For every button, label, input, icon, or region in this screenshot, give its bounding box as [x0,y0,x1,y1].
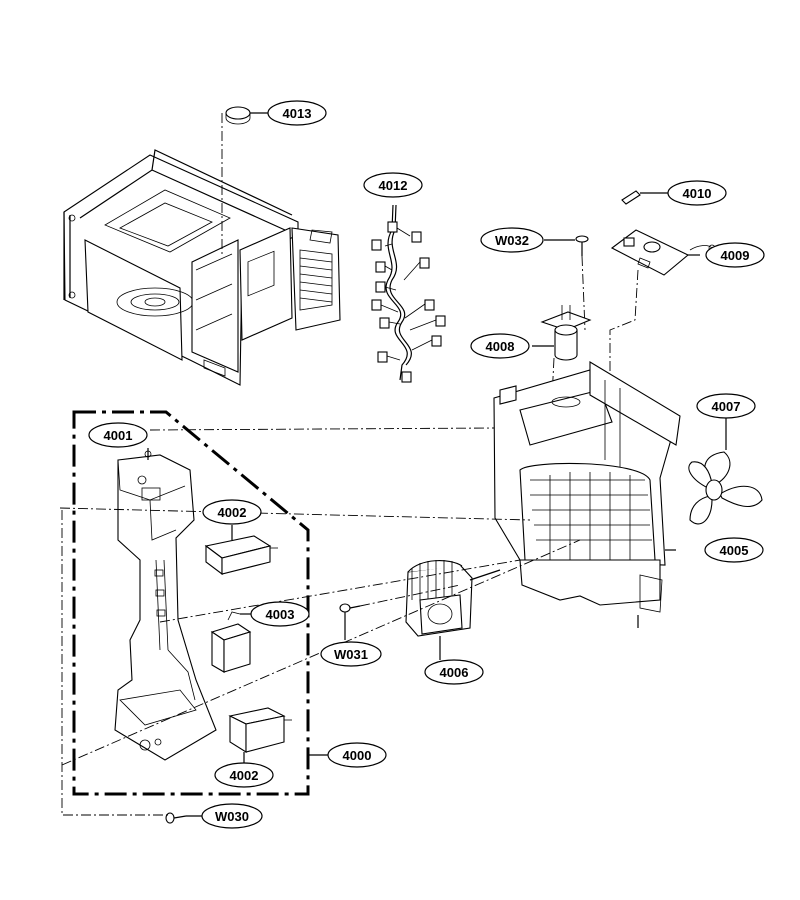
noise-filter-board-part [609,229,716,455]
label-w030: W030 [201,803,263,829]
label-4002-lower-text: 4002 [230,768,259,783]
latch-holder-part [114,448,217,761]
fuse-part [621,190,668,205]
label-4000: 4000 [327,742,387,768]
latch-board-assembly-outline [72,410,330,796]
fan-blade-part [688,413,763,525]
micro-switch-4003-part [210,611,252,673]
label-4009: 4009 [705,242,765,268]
label-4006: 4006 [424,659,484,685]
label-w031-text: W031 [334,647,368,662]
label-4008-text: 4008 [486,339,515,354]
label-4009-text: 4009 [721,248,750,263]
label-4005-text: 4005 [720,543,749,558]
label-4003: 4003 [250,601,310,627]
label-4010: 4010 [667,180,727,206]
micro-switch-lower-part [228,707,292,765]
label-4012: 4012 [363,172,423,198]
screw-w030-part [165,812,204,824]
label-4006-text: 4006 [440,665,469,680]
micro-switch-upper-part [204,525,278,576]
screw-w031-part [339,603,361,640]
label-4002-lower: 4002 [214,762,274,788]
label-4005: 4005 [704,537,764,563]
label-w031: W031 [320,641,382,667]
label-4007: 4007 [696,393,756,419]
label-4001: 4001 [88,422,148,448]
label-4013-text: 4013 [283,106,312,121]
label-4012-text: 4012 [379,178,408,193]
label-4002-upper-text: 4002 [218,505,247,520]
label-4002-upper: 4002 [202,499,262,525]
oven-lamp-part [532,305,592,399]
label-w032: W032 [480,227,544,253]
label-4010-text: 4010 [683,186,712,201]
label-4013: 4013 [267,100,327,126]
thermal-cutout-part [221,106,268,255]
air-duct-part [493,361,681,628]
fan-motor-part [405,560,501,660]
label-w032-text: W032 [495,233,529,248]
label-4000-text: 4000 [343,748,372,763]
label-4003-text: 4003 [266,607,295,622]
label-w030-text: W030 [215,809,249,824]
label-4001-text: 4001 [104,428,133,443]
label-4008: 4008 [470,333,530,359]
microwave-cavity [63,149,341,386]
label-4007-text: 4007 [712,399,741,414]
wire-harness-part [371,204,446,383]
alignment-lines [59,427,581,816]
